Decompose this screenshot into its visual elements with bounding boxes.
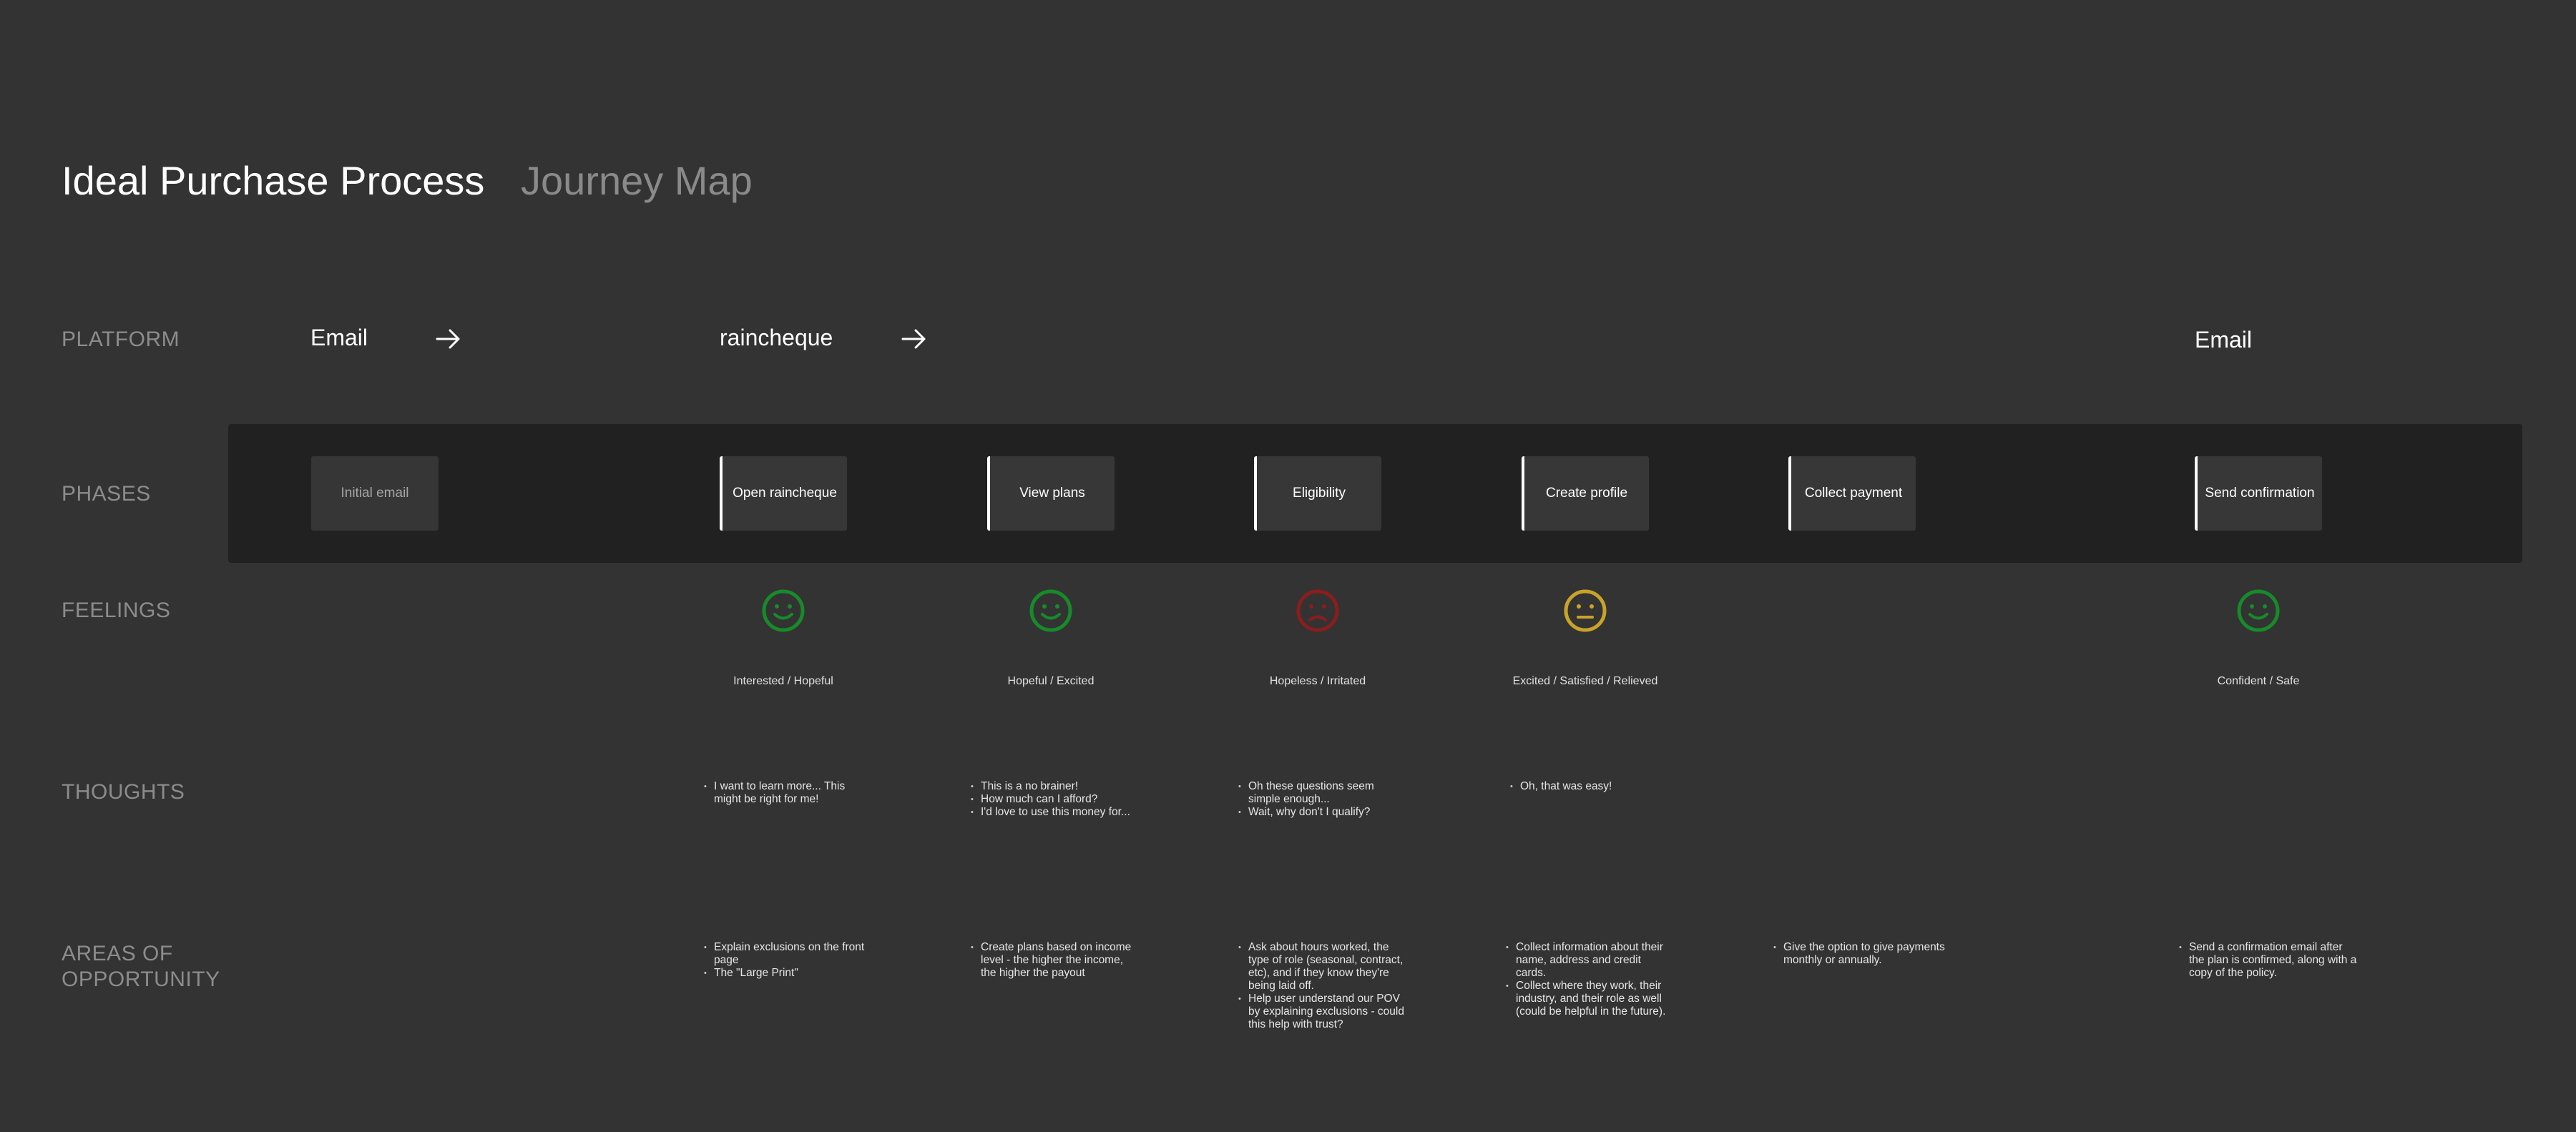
thought-item: Oh these questions seem simple enough... — [1238, 780, 1392, 806]
arrow-right-icon — [436, 329, 460, 349]
phase-view-plans[interactable]: View plans — [987, 456, 1115, 531]
platform-raincheque: raincheque — [720, 325, 833, 350]
opportunity-item: Help user understand our POV by explaini… — [1238, 993, 1406, 1031]
opportunity-item: Give the option to give payments monthly… — [1773, 941, 1952, 967]
smile-face-icon — [762, 589, 805, 632]
opportunity-item: Ask about hours worked, the type of role… — [1238, 941, 1406, 993]
sad-face-icon — [1296, 589, 1339, 632]
row-label-opportunity-line2: OPPORTUNITY — [62, 968, 220, 991]
row-label-platform: PLATFORM — [62, 328, 180, 351]
phase-initial-email[interactable]: Initial email — [311, 456, 439, 531]
opportunity-list-view-plans: Create plans based on income level - the… — [971, 941, 1139, 980]
row-label-opportunity-line1: AREAS OF — [62, 942, 173, 965]
feeling-label: Confident / Safe — [2217, 675, 2300, 687]
opportunity-item: Collect information about their name, ad… — [1506, 941, 1674, 980]
arrow-right-icon — [901, 329, 926, 349]
phase-send-confirmation[interactable]: Send confirmation — [2195, 456, 2322, 531]
platform-email-final: Email — [2195, 327, 2253, 353]
opportunity-list-open-raincheque: Explain exclusions on the front page The… — [704, 941, 872, 980]
smile-face-icon — [1029, 589, 1072, 632]
feeling-label: Hopeful / Excited — [1007, 675, 1094, 687]
row-label-feelings: FEELINGS — [62, 599, 171, 622]
thought-item: How much can I afford? — [971, 793, 1135, 806]
thought-item: I'd love to use this money for... — [971, 806, 1135, 819]
opportunity-item: Create plans based on income level - the… — [971, 941, 1139, 980]
neutral-face-icon — [1564, 589, 1607, 632]
thought-item: This is a no brainer! — [971, 780, 1135, 793]
platform-email: Email — [310, 325, 368, 350]
opportunity-list-eligibility: Ask about hours worked, the type of role… — [1238, 941, 1406, 1031]
opportunity-list-collect-payment: Give the option to give payments monthly… — [1773, 941, 1952, 967]
row-label-opportunity: AREAS OF OPPORTUNITY — [62, 941, 220, 993]
phase-open-raincheque[interactable]: Open raincheque — [720, 456, 847, 531]
thoughts-list-open-raincheque: I want to learn more... This might be ri… — [704, 780, 868, 806]
opportunity-item: Collect where they work, their industry,… — [1506, 980, 1674, 1018]
opportunity-item: Explain exclusions on the front page — [704, 941, 872, 967]
feeling-label: Excited / Satisfied / Relieved — [1512, 675, 1658, 687]
opportunity-item: Send a confirmation email after the plan… — [2179, 941, 2358, 980]
page-subtitle: Journey Map — [521, 158, 753, 203]
opportunity-list-send-confirmation: Send a confirmation email after the plan… — [2179, 941, 2358, 980]
opportunity-item: The "Large Print" — [704, 967, 872, 980]
row-label-thoughts: THOUGHTS — [62, 780, 185, 804]
page-title: Ideal Purchase Process — [62, 158, 485, 203]
feeling-label: Hopeless / Irritated — [1269, 675, 1366, 687]
thought-item: Oh, that was easy! — [1510, 780, 1675, 793]
feeling-label: Interested / Hopeful — [733, 675, 833, 687]
thought-item: I want to learn more... This might be ri… — [704, 780, 868, 806]
phase-collect-payment[interactable]: Collect payment — [1788, 456, 1916, 531]
thoughts-list-eligibility: Oh these questions seem simple enough...… — [1238, 780, 1392, 819]
row-label-phases: PHASES — [62, 482, 151, 506]
opportunity-list-create-profile: Collect information about their name, ad… — [1506, 941, 1674, 1018]
phase-create-profile[interactable]: Create profile — [1522, 456, 1649, 531]
thoughts-list-create-profile: Oh, that was easy! — [1510, 780, 1675, 793]
thoughts-list-view-plans: This is a no brainer! How much can I aff… — [971, 780, 1135, 819]
smile-face-icon — [2237, 589, 2280, 632]
phase-eligibility[interactable]: Eligibility — [1254, 456, 1381, 531]
thought-item: Wait, why don't I qualify? — [1238, 806, 1392, 819]
